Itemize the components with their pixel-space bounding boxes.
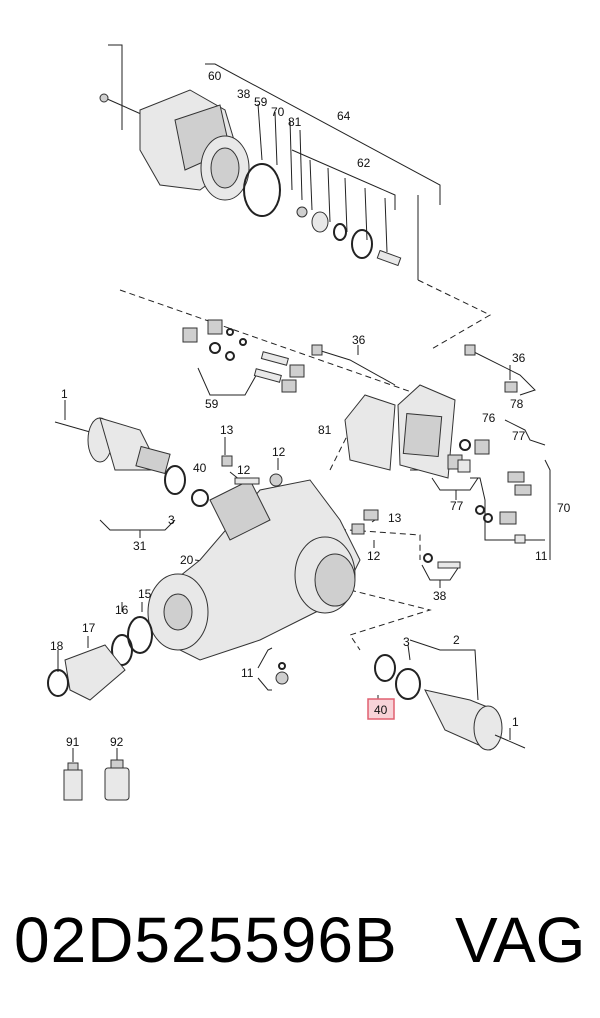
callout-11: 11 — [535, 549, 548, 563]
caption-bar: 02D525596B VAG — [0, 890, 600, 990]
callout-78: 78 — [510, 397, 524, 411]
callout-11: 11 — [241, 666, 254, 680]
callout-1: 1 — [61, 387, 68, 401]
callout-59: 59 — [205, 397, 219, 411]
output-shaft-right — [374, 654, 526, 751]
bolt-38 — [423, 553, 461, 569]
control-unit-81 — [344, 384, 456, 479]
callout-60: 60 — [208, 69, 222, 83]
callout-2: 2 — [453, 633, 460, 647]
callout-36: 36 — [512, 351, 526, 365]
callout-16: 16 — [115, 603, 129, 617]
callout-38: 38 — [237, 87, 251, 101]
callout-81: 81 — [288, 115, 302, 129]
callout-38: 38 — [433, 589, 447, 603]
callout-92: 92 — [110, 735, 124, 749]
callout-13: 13 — [388, 511, 402, 525]
callout-3: 3 — [403, 635, 410, 649]
callout-91: 91 — [66, 735, 80, 749]
callout-15: 15 — [138, 587, 152, 601]
callout-31: 31 — [133, 539, 147, 553]
callout-36: 36 — [352, 333, 366, 347]
shaft-parts-62 — [296, 206, 402, 267]
flange-shaft-left — [54, 417, 186, 495]
actuator-motor — [99, 89, 281, 217]
exploded-parts-diagram: 60 38 59 70 81 64 62 36 36 78 59 81 76 7… — [47, 44, 571, 801]
callout-12: 12 — [367, 549, 381, 563]
callout-77: 77 — [512, 429, 526, 443]
fittings-59 — [182, 319, 305, 393]
differential-housing — [147, 455, 379, 661]
callout-64: 64 — [337, 109, 351, 123]
callout-76: 76 — [482, 411, 496, 425]
callout-18: 18 — [50, 639, 64, 653]
callout-62: 62 — [357, 156, 371, 170]
callout-40: 40 — [193, 461, 207, 475]
part-number: 02D525596B — [14, 904, 398, 976]
callout-3: 3 — [168, 513, 175, 527]
fluid-containers — [63, 759, 130, 801]
callout-59: 59 — [254, 95, 268, 109]
callout-77: 77 — [450, 499, 464, 513]
valves-77 — [447, 439, 490, 473]
callout-20: 20 — [180, 553, 194, 567]
solenoids-70 — [475, 471, 532, 544]
callout-17: 17 — [82, 621, 96, 635]
callout-81: 81 — [318, 423, 332, 437]
callout-1: 1 — [512, 715, 519, 729]
callout-40-highlighted: 40 — [374, 703, 388, 717]
callout-12: 12 — [237, 463, 251, 477]
callout-13: 13 — [220, 423, 234, 437]
callout-labels: 60 38 59 70 81 64 62 36 36 78 59 81 76 7… — [50, 69, 571, 749]
highlight-box — [367, 698, 395, 720]
callout-12: 12 — [272, 445, 286, 459]
output-shaft-left — [47, 616, 289, 701]
callout-70: 70 — [557, 501, 571, 515]
pipes-36 — [311, 344, 536, 396]
brand-name: VAG — [455, 904, 586, 976]
callout-70: 70 — [271, 105, 285, 119]
